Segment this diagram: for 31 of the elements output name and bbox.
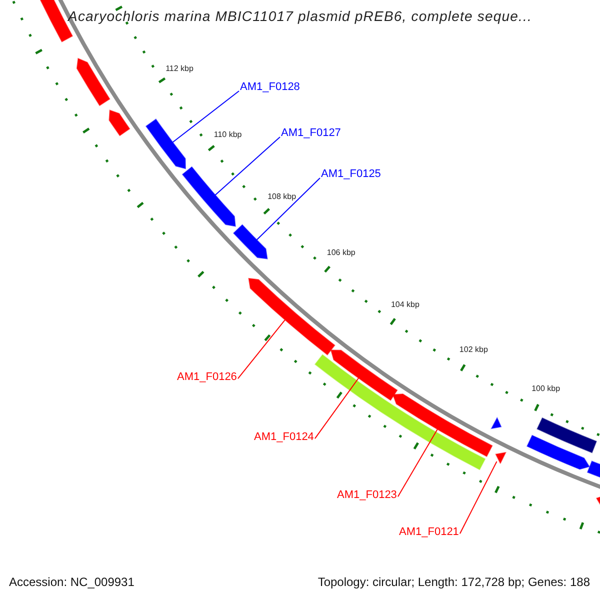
scale-label: 106 kbp <box>326 249 356 258</box>
scale-label: 112 kbp <box>166 64 194 73</box>
gene-label: AM1_F0124 <box>254 432 314 443</box>
gene-feature <box>146 118 186 170</box>
gene-feature <box>248 278 336 356</box>
leader-line <box>237 319 286 380</box>
scale-label: 108 kbp <box>268 192 296 201</box>
gene-feature <box>392 394 493 457</box>
gene-feature <box>495 452 506 464</box>
scale-label: 110 kbp <box>214 131 242 140</box>
topology-note: Topology: circular; Length: 172,728 bp; Genes: 188 <box>318 576 590 588</box>
gene-label: AM1_F0125 <box>321 169 381 180</box>
gene-label: AM1_F0128 <box>240 82 300 93</box>
scale-label: 100 kbp <box>532 384 560 393</box>
scale-label: 102 kbp <box>459 346 488 354</box>
leader-line <box>214 136 280 196</box>
gene-label: AM1_F0126 <box>177 372 237 383</box>
map-title: Acaryochloris marina MBIC11017 plasmid pREB6, complete seque... <box>68 9 532 23</box>
gene-label: AM1_F0121 <box>399 527 459 538</box>
leader-line <box>314 378 360 440</box>
leader-line <box>172 90 240 143</box>
gene-feature <box>330 350 398 401</box>
gene-label: AM1_F0123 <box>337 490 397 501</box>
accession-note: Accession: NC_009931 <box>9 576 134 588</box>
leader-line <box>459 461 498 534</box>
scale-label: 104 kbp <box>390 300 420 309</box>
gene-feature <box>233 224 268 260</box>
leader-line <box>256 178 320 240</box>
gene-feature <box>182 166 236 227</box>
gene-label: AM1_F0127 <box>281 128 341 139</box>
leader-line <box>397 428 438 498</box>
